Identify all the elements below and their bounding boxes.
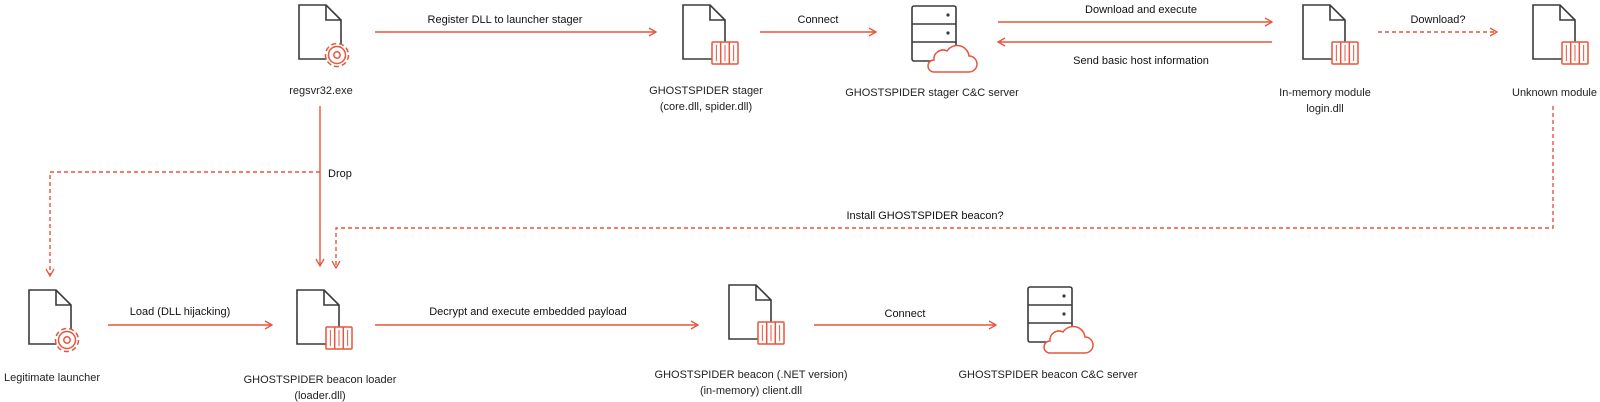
node-legitimate-launcher-label: Legitimate launcher	[4, 372, 100, 384]
edge-drop: Drop	[315, 106, 352, 268]
node-beacon-cc-server: GHOSTSPIDER beacon C&C server	[958, 286, 1138, 381]
node-unknown-module: Unknown module	[1512, 4, 1597, 99]
edge-download-execute-label: Download and execute	[1085, 4, 1197, 16]
node-beacon-cc-server-label: GHOSTSPIDER beacon C&C server	[958, 369, 1137, 381]
node-beacon-net-label-1: GHOSTSPIDER beacon (.NET version)	[655, 369, 848, 381]
node-beacon-net: GHOSTSPIDER beacon (.NET version) (in-me…	[655, 284, 848, 397]
node-stager: GHOSTSPIDER stager (core.dll, spider.dll…	[649, 4, 763, 113]
node-stager-cc-server-label: GHOSTSPIDER stager C&C server	[845, 87, 1019, 99]
edge-download-execute: Download and execute	[998, 4, 1274, 27]
node-regsvr32-label: regsvr32.exe	[289, 85, 353, 97]
edge-connect-beacon: Connect	[814, 308, 998, 330]
edge-connect-stager-label: Connect	[798, 14, 839, 26]
dll-document-icon	[296, 289, 353, 350]
edge-connect-stager: Connect	[760, 14, 878, 37]
edge-download-unknown: Download?	[1378, 14, 1499, 37]
edge-install-beacon: Install GHOSTSPIDER beacon?	[331, 106, 1554, 270]
gear-document-icon	[298, 4, 350, 68]
node-beacon-loader-label-1: GHOSTSPIDER beacon loader	[244, 374, 397, 386]
gear-document-icon	[28, 289, 80, 353]
dll-document-icon	[728, 284, 785, 345]
node-stager-label-2: (core.dll, spider.dll)	[660, 101, 752, 113]
edge-load: Load (DLL hijacking)	[108, 306, 274, 330]
node-beacon-loader: GHOSTSPIDER beacon loader (loader.dll)	[244, 289, 397, 402]
node-regsvr32: regsvr32.exe	[289, 4, 353, 97]
node-beacon-net-label-2: (in-memory) client.dll	[700, 385, 802, 397]
edge-drop-launcher	[45, 171, 320, 278]
node-stager-cc-server: GHOSTSPIDER stager C&C server	[845, 5, 1019, 99]
edge-send-host-info-label: Send basic host information	[1073, 55, 1209, 67]
edge-register: Register DLL to launcher stager	[375, 14, 658, 37]
dll-document-icon	[682, 4, 739, 65]
edge-load-label: Load (DLL hijacking)	[130, 306, 230, 318]
node-in-memory-module: In-memory module login.dll	[1279, 4, 1371, 115]
edge-connect-beacon-label: Connect	[885, 308, 926, 320]
edge-download-unknown-label: Download?	[1410, 14, 1465, 26]
dll-document-icon	[1302, 4, 1359, 65]
node-beacon-loader-label-2: (loader.dll)	[294, 390, 345, 402]
edge-register-label: Register DLL to launcher stager	[428, 14, 583, 26]
node-in-memory-module-label-2: login.dll	[1306, 103, 1343, 115]
edge-send-host-info: Send basic host information	[996, 37, 1272, 67]
cloud-server-icon	[911, 5, 978, 73]
edge-decrypt: Decrypt and execute embedded payload	[375, 306, 700, 330]
edge-install-beacon-label: Install GHOSTSPIDER beacon?	[846, 210, 1003, 222]
node-in-memory-module-label-1: In-memory module	[1279, 87, 1371, 99]
edge-drop-label: Drop	[328, 168, 352, 180]
node-legitimate-launcher: Legitimate launcher	[4, 289, 100, 384]
node-stager-label-1: GHOSTSPIDER stager	[649, 85, 763, 97]
cloud-server-icon	[1027, 286, 1094, 354]
edge-decrypt-label: Decrypt and execute embedded payload	[429, 306, 627, 318]
node-unknown-module-label: Unknown module	[1512, 87, 1597, 99]
dll-document-icon	[1532, 4, 1589, 65]
